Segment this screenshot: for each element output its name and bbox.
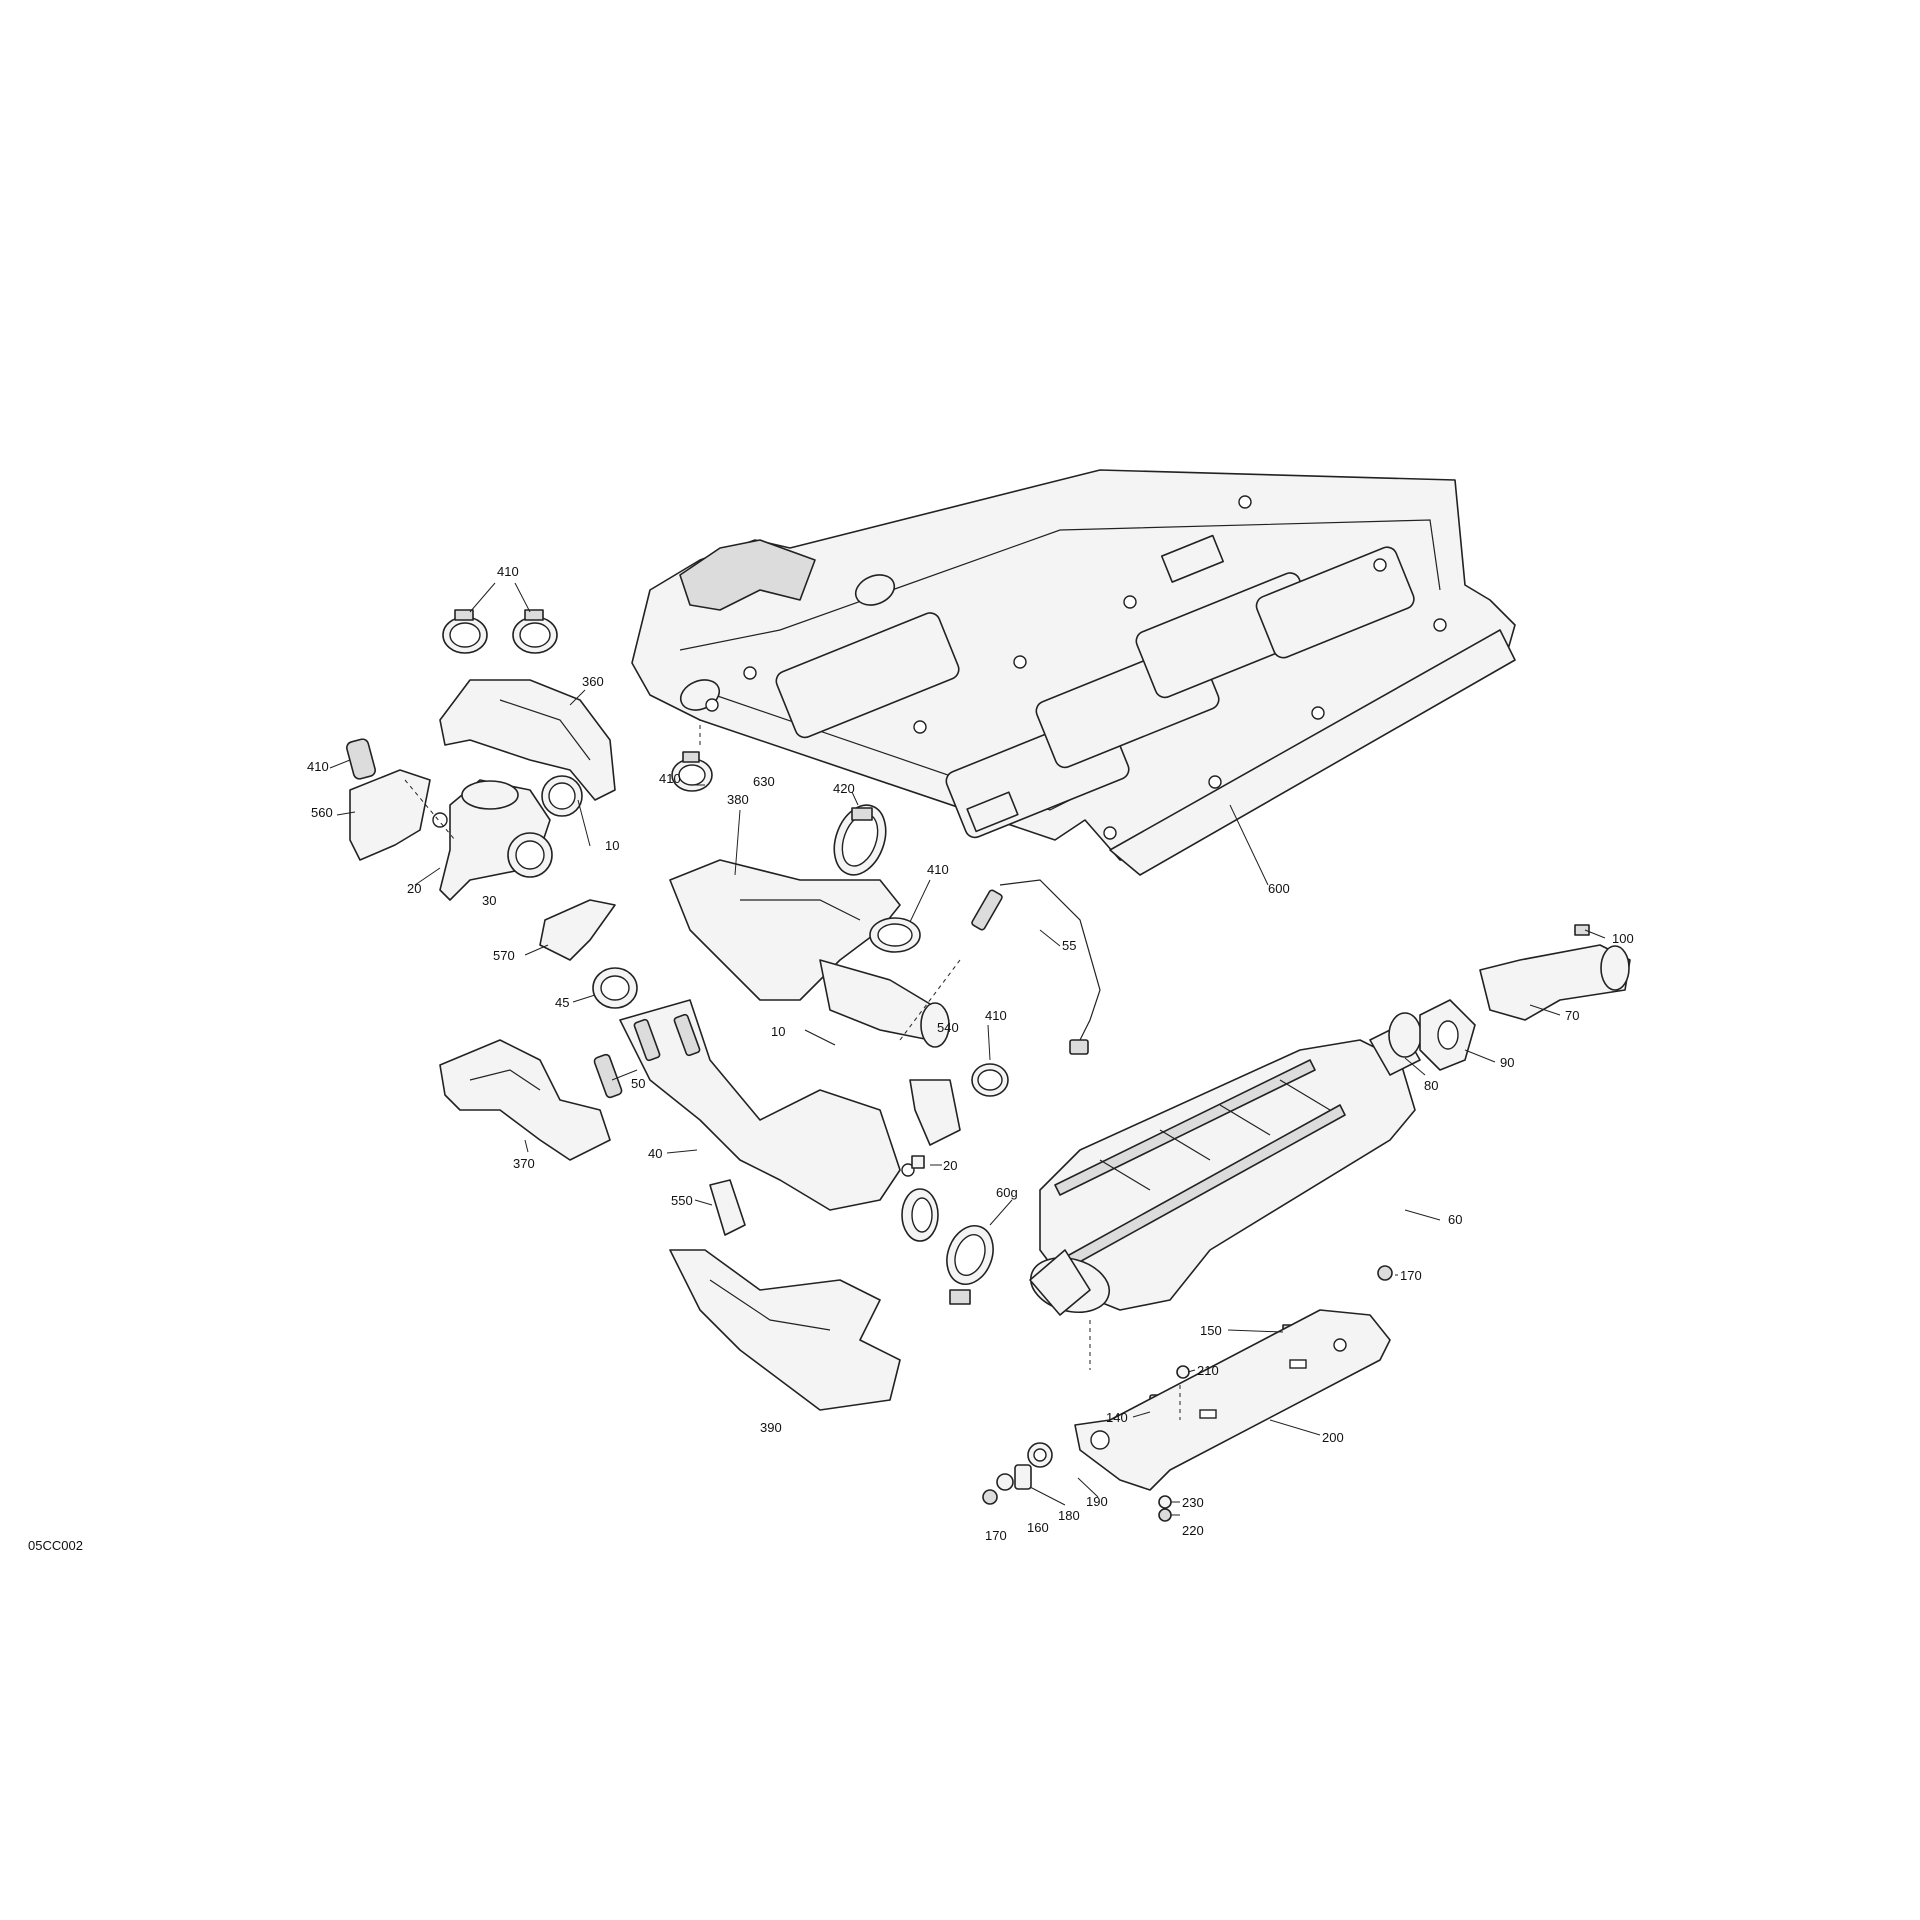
callout-410: 410 bbox=[307, 759, 329, 774]
gasket-10-upper bbox=[541, 775, 583, 817]
callout-370: 370 bbox=[513, 1156, 535, 1171]
callout-20: 20 bbox=[943, 1158, 957, 1173]
callout-560: 560 bbox=[311, 805, 333, 820]
callout-540: 540 bbox=[937, 1020, 959, 1035]
callout-80: 80 bbox=[1424, 1078, 1438, 1093]
gasket-45 bbox=[592, 967, 638, 1009]
washer-160 bbox=[996, 1473, 1014, 1491]
clamp-420 bbox=[833, 804, 887, 876]
bushing-190 bbox=[1027, 1442, 1053, 1468]
plug-410-left bbox=[346, 738, 376, 780]
callout-420: 420 bbox=[833, 781, 855, 796]
skid-plate-600 bbox=[631, 469, 1516, 876]
callout-labels: 410 360 410 560 20 10 30 570 45 410 630 … bbox=[307, 564, 1634, 1543]
oxygen-sensor-55 bbox=[971, 879, 1101, 1055]
callout-200: 200 bbox=[1322, 1430, 1344, 1445]
spacer-180 bbox=[1014, 1464, 1032, 1490]
callout-220: 220 bbox=[1182, 1523, 1204, 1538]
heat-shield-390 bbox=[669, 1249, 901, 1411]
callout-630: 630 bbox=[753, 774, 775, 789]
callout-230: 230 bbox=[1182, 1495, 1204, 1510]
callout-170: 170 bbox=[985, 1528, 1007, 1543]
tailpipe-70 bbox=[1479, 944, 1631, 1021]
clamp-60g bbox=[946, 1225, 994, 1305]
heat-shield-370 bbox=[439, 1039, 611, 1161]
catalytic-pipe-540 bbox=[819, 959, 950, 1048]
manifold-30 bbox=[432, 779, 553, 901]
callout-550: 550 bbox=[671, 1193, 693, 1208]
callout-10: 10 bbox=[605, 838, 619, 853]
spring-50 bbox=[593, 1053, 623, 1099]
clamp-410-upper-left bbox=[442, 609, 558, 654]
nut-170-lower bbox=[982, 1489, 998, 1505]
heat-shield-360 bbox=[439, 679, 616, 801]
callout-55: 55 bbox=[1062, 938, 1076, 953]
clamp-410-center bbox=[671, 751, 713, 792]
callout-140: 140 bbox=[1106, 1410, 1128, 1425]
callout-390: 390 bbox=[760, 1420, 782, 1435]
callout-570: 570 bbox=[493, 948, 515, 963]
callout-410: 410 bbox=[497, 564, 519, 579]
gasket-90 bbox=[1419, 999, 1476, 1071]
callout-100: 100 bbox=[1612, 931, 1634, 946]
heat-shield-560 bbox=[349, 769, 431, 861]
callout-60g: 60g bbox=[996, 1185, 1018, 1200]
figure-code: 05CC002 bbox=[28, 1538, 83, 1553]
heat-shield-380 bbox=[669, 859, 901, 1001]
gasket-10-lower bbox=[804, 1029, 836, 1046]
nut-220 bbox=[1158, 1508, 1172, 1522]
callout-180: 180 bbox=[1058, 1508, 1080, 1523]
washer-230 bbox=[1158, 1495, 1172, 1509]
callout-210: 210 bbox=[1197, 1363, 1219, 1378]
washer-210 bbox=[1176, 1365, 1190, 1379]
callout-50: 50 bbox=[631, 1076, 645, 1091]
callout-10: 10 bbox=[771, 1024, 785, 1039]
bolt-100 bbox=[1574, 924, 1590, 936]
callout-90: 90 bbox=[1500, 1055, 1514, 1070]
bracket-200 bbox=[1074, 1309, 1391, 1491]
callout-150: 150 bbox=[1200, 1323, 1222, 1338]
callout-20: 20 bbox=[407, 881, 421, 896]
heat-shield-550 bbox=[709, 1179, 746, 1236]
nut-20-lower bbox=[911, 1155, 925, 1169]
nut-170-upper bbox=[1377, 1265, 1393, 1281]
heat-shield-right-of-40 bbox=[909, 1079, 961, 1146]
callout-45: 45 bbox=[555, 995, 569, 1010]
leader-lines bbox=[329, 582, 1606, 1516]
callout-360: 360 bbox=[582, 674, 604, 689]
callout-30: 30 bbox=[482, 893, 496, 908]
callout-190: 190 bbox=[1086, 1494, 1108, 1509]
callout-160: 160 bbox=[1027, 1520, 1049, 1535]
callout-410: 410 bbox=[985, 1008, 1007, 1023]
callout-60: 60 bbox=[1448, 1212, 1462, 1227]
callout-170: 170 bbox=[1400, 1268, 1422, 1283]
callout-410: 410 bbox=[659, 771, 681, 786]
heat-shield-570 bbox=[539, 899, 616, 961]
clamp-410-right bbox=[869, 917, 1009, 1097]
callout-70: 70 bbox=[1565, 1008, 1579, 1023]
callout-600: 600 bbox=[1268, 881, 1290, 896]
headpipe-40 bbox=[619, 999, 939, 1242]
callout-380: 380 bbox=[727, 792, 749, 807]
callout-40: 40 bbox=[648, 1146, 662, 1161]
pipe-80 bbox=[1369, 1012, 1422, 1076]
muffler-60 bbox=[1029, 1039, 1416, 1316]
callout-410: 410 bbox=[927, 862, 949, 877]
